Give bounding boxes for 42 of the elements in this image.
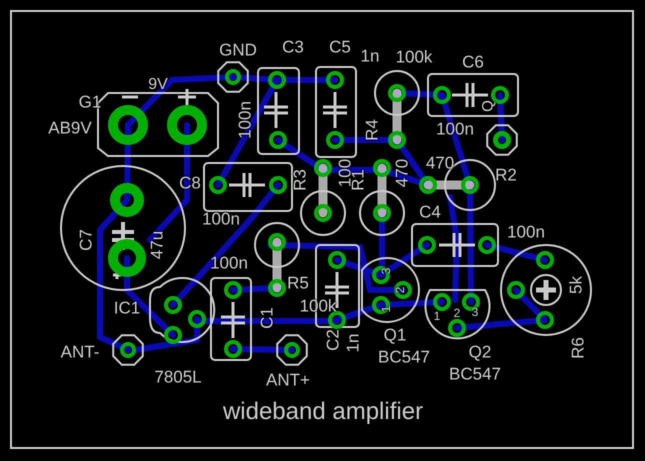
silkscreen-label: 1n	[344, 334, 362, 352]
silkscreen-label: IC1	[114, 300, 140, 316]
board-title: wideband amplifier	[222, 400, 424, 424]
silkscreen-label: AB9V	[48, 120, 92, 136]
silkscreen-label: R6	[570, 337, 586, 359]
silkscreen-label: 100n	[210, 254, 248, 272]
silkscreen-label: Q1	[384, 326, 406, 344]
silkscreen-label: 2	[394, 286, 406, 294]
silkscreen-label: 1	[380, 306, 392, 312]
silkscreen-label: C2	[324, 329, 342, 351]
silkscreen-label: C4	[419, 204, 441, 220]
silkscreen-label: GND	[219, 42, 257, 58]
silkscreen-label: ANT+	[266, 372, 310, 388]
silkscreen-label: 3	[380, 268, 392, 274]
silkscreen-label: Q2	[468, 344, 492, 360]
silkscreen-label: 100k	[396, 48, 432, 66]
silkscreen-label: 5k	[568, 276, 584, 294]
silkscreen-label: 470	[394, 158, 410, 188]
silkscreen-label: 100n	[507, 224, 545, 240]
silkscreen-label: R4	[364, 119, 380, 141]
silkscreen-label: 2	[454, 307, 460, 319]
silkscreen-label: 100n	[202, 210, 240, 228]
silkscreen-label: C5	[329, 38, 351, 56]
silkscreen-label: 47u	[148, 230, 166, 260]
silkscreen-label: R5	[287, 274, 309, 292]
silkscreen-label: 100n	[236, 101, 254, 139]
silkscreen-label: R2	[495, 166, 517, 184]
silkscreen-label: 470	[426, 154, 454, 172]
silkscreen-label: C3	[282, 38, 304, 56]
silkscreen-label: ANT-	[60, 344, 100, 360]
silkscreen-label: R3	[292, 169, 308, 191]
silkscreen-label: R1	[350, 169, 366, 191]
silkscreen-label: Q	[480, 100, 496, 112]
silkscreen-label: 3	[472, 306, 478, 318]
silkscreen-label: BC547	[378, 348, 430, 366]
silkscreen-label: 1n	[360, 48, 380, 64]
silkscreen-label: BC547	[449, 366, 501, 382]
silkscreen-label: C6	[462, 54, 484, 70]
silkscreen-label: C7	[78, 229, 94, 251]
silkscreen-label: 1	[434, 310, 440, 322]
silkscreen-label: 7805L	[154, 368, 202, 386]
silkscreen-label: C1	[258, 307, 276, 329]
